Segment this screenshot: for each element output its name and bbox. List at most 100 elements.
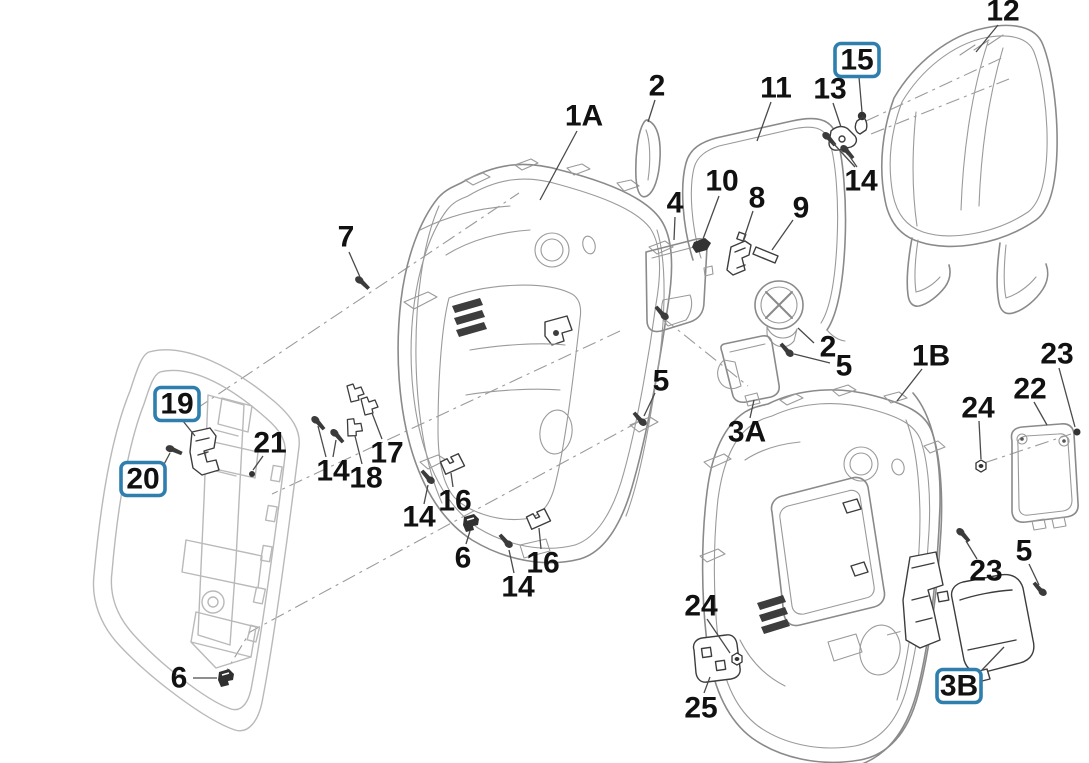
part-number: 11 bbox=[760, 72, 792, 105]
part-callout-16[interactable]: 16 bbox=[438, 472, 472, 518]
part-number: 14 bbox=[501, 571, 535, 604]
part-number: 5 bbox=[653, 365, 670, 398]
part-10-clip-drawing bbox=[692, 238, 711, 253]
leader-line bbox=[450, 472, 454, 488]
part-15-fastener-drawing bbox=[854, 111, 868, 135]
leader-line bbox=[465, 530, 471, 545]
highlight-box bbox=[833, 41, 881, 79]
leader-line bbox=[702, 195, 720, 240]
leader-line bbox=[643, 392, 656, 417]
part-callout-7[interactable]: 7 bbox=[338, 221, 361, 278]
part-callout-5[interactable]: 5 bbox=[1016, 535, 1040, 586]
part-callout-2[interactable]: 2 bbox=[797, 327, 836, 364]
part-number: 5 bbox=[836, 350, 853, 383]
part-2-pad-drawing bbox=[635, 119, 661, 198]
part-number: 24 bbox=[961, 392, 995, 425]
part-callout-1B[interactable]: 1B bbox=[896, 340, 950, 402]
part-callout-17[interactable]: 17 bbox=[370, 412, 404, 470]
part-number: 4 bbox=[667, 187, 684, 220]
part-callout-25[interactable]: 25 bbox=[684, 676, 718, 725]
leader-line bbox=[673, 216, 676, 241]
leader-line bbox=[252, 455, 264, 471]
leader-line bbox=[1033, 401, 1048, 426]
leader-line bbox=[332, 439, 337, 458]
part-callout-20-highlighted[interactable]: 20 bbox=[119, 452, 171, 498]
part-number: 6 bbox=[171, 662, 188, 695]
part-callout-11[interactable]: 11 bbox=[756, 72, 792, 142]
highlight-box bbox=[153, 385, 201, 423]
leader-line bbox=[317, 425, 327, 458]
leader-line bbox=[354, 435, 363, 465]
part-callout-14[interactable]: 14 bbox=[402, 484, 436, 534]
leader-line bbox=[706, 618, 731, 654]
part-number: 19 bbox=[160, 388, 193, 421]
part-callout-3B-highlighted[interactable]: 3B bbox=[935, 646, 1005, 705]
part-3A-bracket-drawing bbox=[717, 335, 780, 407]
part-22-door-drawing bbox=[1010, 423, 1079, 531]
part-11-frame-drawing bbox=[681, 117, 847, 342]
part-callout-4[interactable]: 4 bbox=[667, 187, 684, 241]
part-callout-5[interactable]: 5 bbox=[643, 365, 670, 417]
leader-line bbox=[981, 646, 1005, 671]
part-callout-23[interactable]: 23 bbox=[965, 540, 1003, 588]
part-1A-countershield-drawing bbox=[397, 158, 674, 564]
part-25-plate-drawing bbox=[692, 634, 741, 683]
part-callout-24[interactable]: 24 bbox=[961, 392, 995, 460]
part-number: 1A bbox=[565, 100, 603, 133]
part-callout-9[interactable]: 9 bbox=[771, 192, 810, 251]
part-number: 6 bbox=[455, 542, 472, 575]
part-number: 21 bbox=[253, 427, 286, 460]
part-number: 1B bbox=[912, 340, 950, 373]
part-number: 3B bbox=[940, 670, 978, 703]
leader-line bbox=[371, 412, 383, 440]
leader-line bbox=[847, 153, 858, 168]
part-number: 14 bbox=[844, 165, 878, 198]
part-callout-15-highlighted[interactable]: 15 bbox=[833, 41, 881, 113]
part-callout-6[interactable]: 6 bbox=[171, 662, 217, 695]
part-callout-22[interactable]: 22 bbox=[1013, 373, 1048, 426]
part-number: 12 bbox=[986, 0, 1019, 28]
part-8-latch-drawing bbox=[726, 231, 752, 276]
part-number: 8 bbox=[749, 182, 766, 215]
part-callout-23[interactable]: 23 bbox=[1040, 338, 1076, 428]
part-callout-6[interactable]: 6 bbox=[455, 530, 472, 575]
leader-line bbox=[423, 484, 429, 505]
part-1B-countershield-drawing bbox=[699, 384, 946, 763]
part-number: 16 bbox=[526, 547, 559, 580]
part-callout-12[interactable]: 12 bbox=[975, 0, 1020, 53]
part-callout-2[interactable]: 2 bbox=[647, 70, 665, 123]
part-2-cap-drawing bbox=[754, 280, 804, 348]
part-callout-3A[interactable]: 3A bbox=[728, 399, 766, 449]
leader-line bbox=[348, 251, 361, 278]
leader-line bbox=[182, 420, 196, 437]
part-callout-10[interactable]: 10 bbox=[702, 165, 739, 240]
frame-bracket-drawing bbox=[164, 394, 263, 669]
part-number: 18 bbox=[349, 462, 382, 495]
part-number: 16 bbox=[438, 485, 471, 518]
leader-line bbox=[832, 102, 842, 128]
part-callout-24[interactable]: 24 bbox=[684, 590, 731, 654]
part-callout-14[interactable]: 14 bbox=[316, 425, 350, 488]
part-number: 7 bbox=[338, 221, 355, 254]
part-callout-8[interactable]: 8 bbox=[742, 182, 766, 242]
part-callout-16[interactable]: 16 bbox=[526, 527, 560, 580]
part-12-backrest-panel-drawing bbox=[881, 24, 1058, 315]
leader-line bbox=[832, 142, 856, 168]
part-callout-14[interactable]: 14 bbox=[832, 142, 878, 198]
part-number: 3A bbox=[728, 416, 766, 449]
part-callout-5[interactable]: 5 bbox=[793, 350, 853, 383]
part-callout-1A[interactable]: 1A bbox=[539, 100, 603, 201]
part-number: 15 bbox=[840, 44, 873, 77]
part-number: 9 bbox=[793, 192, 810, 225]
highlight-box bbox=[119, 460, 167, 498]
part-callout-18[interactable]: 18 bbox=[349, 435, 383, 495]
part-number: 17 bbox=[370, 437, 403, 470]
part-callout-14[interactable]: 14 bbox=[501, 549, 535, 604]
leader-line bbox=[797, 327, 815, 344]
part-callout-21[interactable]: 21 bbox=[252, 427, 287, 471]
leader-line bbox=[1028, 563, 1040, 586]
part-callout-19-highlighted[interactable]: 19 bbox=[153, 385, 201, 437]
